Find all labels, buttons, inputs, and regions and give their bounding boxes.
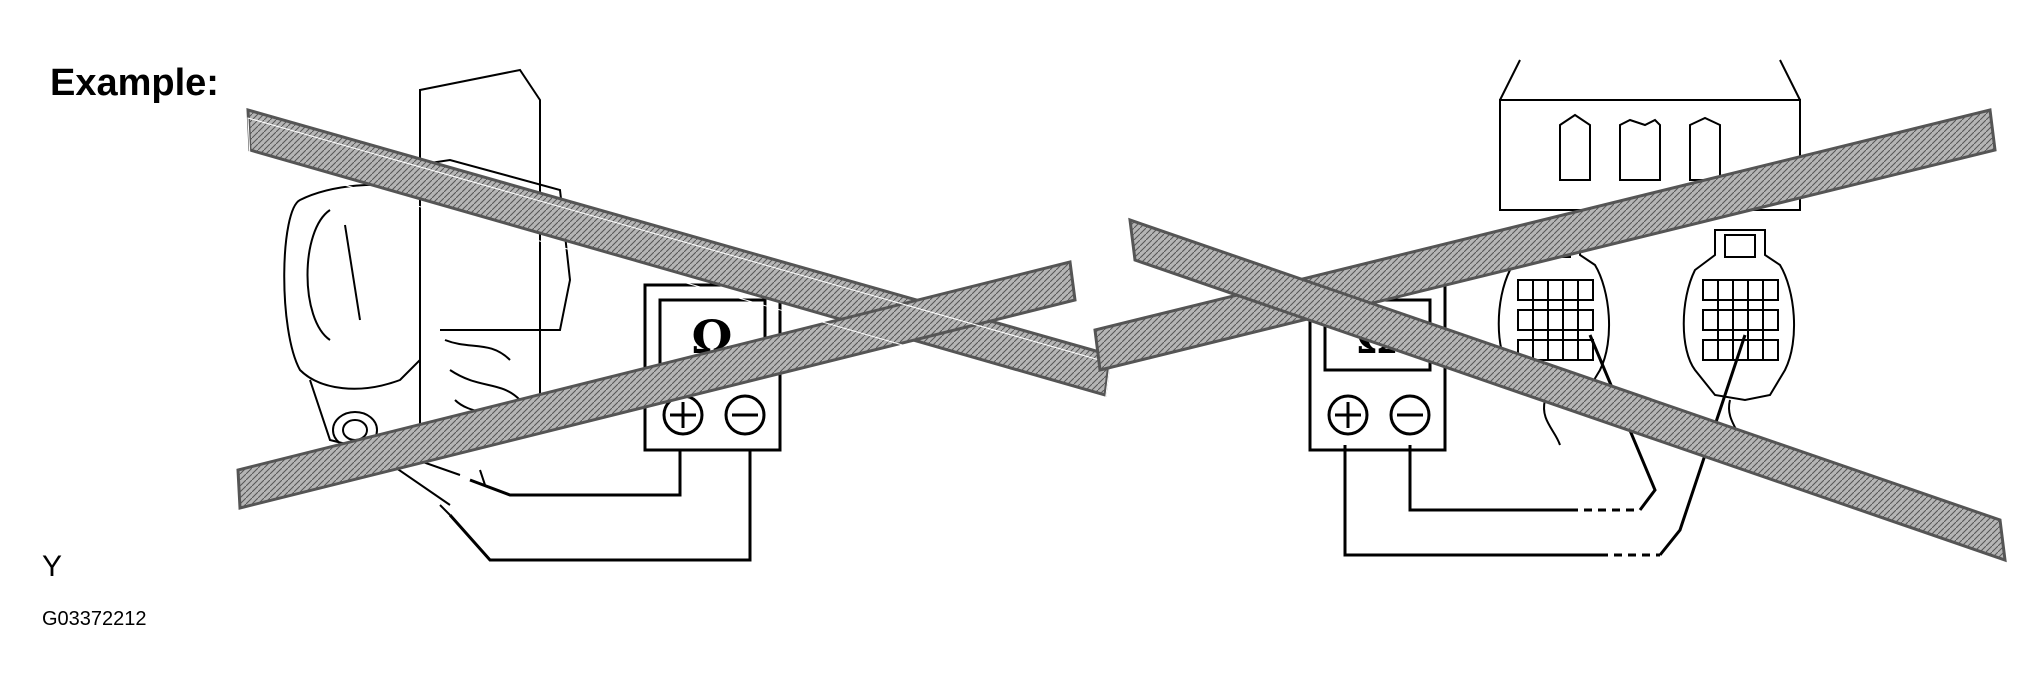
plus-terminal-icon (1327, 394, 1369, 436)
cross-out-band-icon (236, 107, 1112, 510)
minus-terminal-icon (724, 394, 766, 436)
minus-terminal-icon (1389, 394, 1431, 436)
figure-code: G03372212 (42, 608, 147, 630)
connector-icon (1497, 229, 1795, 451)
plus-terminal-icon (662, 394, 704, 436)
meter-leads (1343, 334, 1747, 557)
figure-letter-mark: Y (42, 550, 63, 583)
cross-out-band-icon-right (1093, 108, 2007, 563)
ohmmeter-icon-right: Ω (1308, 283, 1447, 452)
test-probe-icon (448, 445, 752, 562)
figure-heading: Example: (50, 62, 219, 104)
